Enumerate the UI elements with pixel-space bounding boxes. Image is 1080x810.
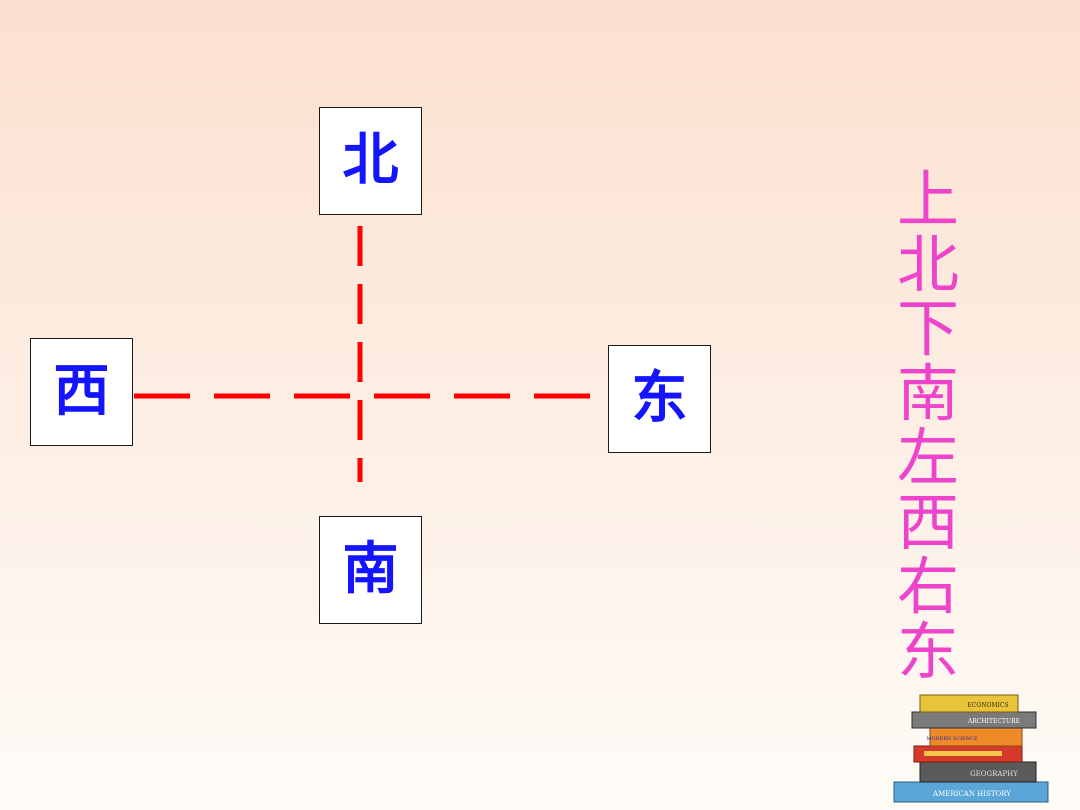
- book-red-stripe: [924, 751, 1002, 756]
- west-card: 西: [30, 338, 133, 446]
- mnemonic-char: 西: [896, 485, 959, 559]
- west-label: 西: [53, 359, 110, 424]
- book-spine-american-history: AMERICAN HISTORY: [932, 790, 1011, 798]
- mnemonic-char: 北: [896, 227, 959, 301]
- mnemonic-char: 南: [896, 356, 959, 430]
- book-spine-geography: GEOGRAPHY: [970, 770, 1018, 778]
- mnemonic-char: 左: [896, 421, 959, 494]
- book-stack-illustration: AMERICAN HISTORY GEOGRAPHY MODERN SCIENC…: [893, 694, 1049, 803]
- east-card: 东: [608, 345, 711, 453]
- mnemonic-char: 上: [896, 163, 959, 236]
- mnemonic-char: 东: [896, 614, 959, 688]
- mnemonic-char: 右: [896, 550, 959, 623]
- book-spine-architecture: ARCHITECTURE: [967, 718, 1020, 725]
- book-spine-modern-science: MODERN SCIENCE: [926, 736, 978, 742]
- mnemonic-char: 下: [896, 292, 959, 365]
- south-card: 南: [319, 516, 422, 624]
- north-label: 北: [342, 128, 399, 193]
- east-label: 东: [631, 366, 688, 431]
- direction-mnemonic: 上 北 下 南 左 西 右 东: [893, 163, 963, 688]
- south-label: 南: [342, 537, 399, 602]
- north-card: 北: [319, 107, 422, 215]
- book-spine-economics: ECONOMICS: [967, 702, 1008, 709]
- book-economics: [919, 694, 1019, 713]
